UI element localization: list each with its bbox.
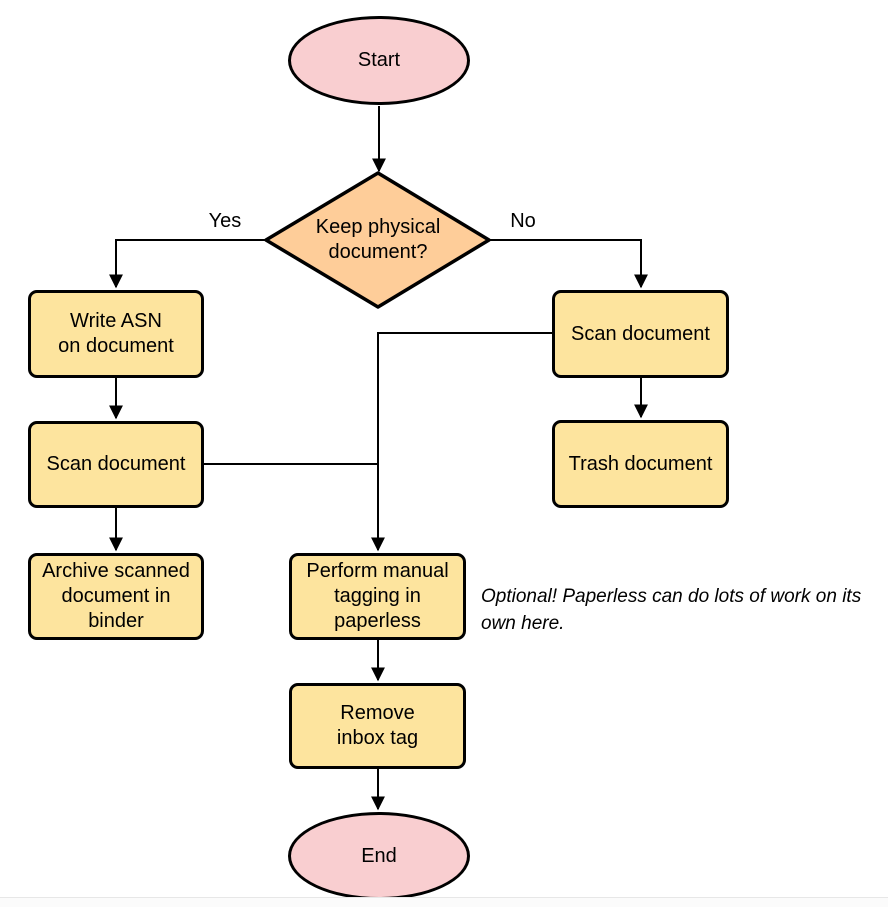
node-start-label: Start	[357, 49, 401, 71]
node-scan-document-right-label: Scan document	[571, 322, 710, 345]
node-perform-tagging-label: Perform manual tagging in paperless	[306, 560, 449, 632]
node-archive-binder-label: Archive scanned document in binder	[42, 560, 190, 632]
optional-note: Optional! Paperless can do lots of work …	[481, 586, 862, 634]
node-trash-document-label: Trash document	[568, 452, 713, 475]
node-end-label: End	[361, 844, 397, 867]
node-start: Start	[288, 16, 470, 105]
node-trash-document: Trash document	[552, 420, 729, 508]
node-end: End	[288, 812, 470, 900]
node-remove-inbox-tag-label: Remove inbox tag	[336, 702, 419, 749]
edge-label-yes: Yes	[208, 210, 242, 232]
edge-decision-no-to-scan-right	[487, 239, 648, 289]
edge-scan-right-to-perform-tagging	[371, 332, 552, 552]
node-scan-document-right: Scan document	[552, 290, 729, 378]
decision-diamond-shape	[264, 171, 491, 309]
node-write-asn: Write ASN on document	[28, 290, 204, 378]
node-remove-inbox-tag: Remove inbox tag	[289, 683, 466, 769]
edge-label-no: No	[510, 210, 536, 232]
bottom-divider	[0, 897, 888, 898]
node-archive-binder: Archive scanned document in binder	[28, 553, 204, 640]
node-perform-tagging: Perform manual tagging in paperless	[289, 553, 466, 640]
edge-decision-yes-to-write-asn	[109, 239, 267, 289]
node-write-asn-label: Write ASN on document	[58, 310, 174, 357]
node-scan-document-left-label: Scan document	[46, 453, 186, 475]
below-divider-area	[0, 898, 888, 907]
node-decision-label: Keep physical document?	[315, 216, 441, 263]
node-scan-document-left: Scan document	[28, 421, 204, 508]
